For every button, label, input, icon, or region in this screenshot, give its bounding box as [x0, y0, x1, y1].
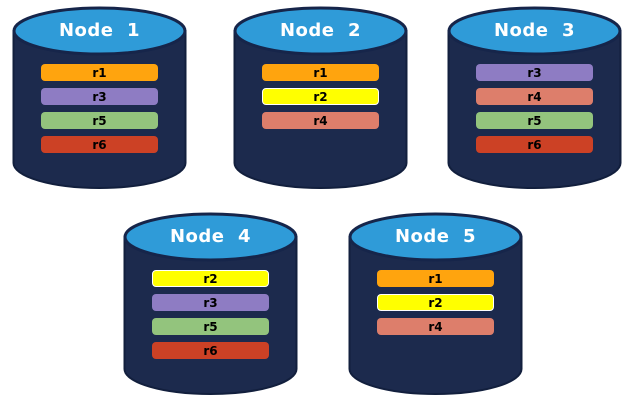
cylinder-top — [348, 212, 523, 262]
node-cylinder-1: Node 1 r1 r3 r5 r6 — [12, 5, 187, 193]
cylinder-top — [123, 212, 298, 262]
replica-bar-r1: r1 — [262, 64, 379, 81]
replica-bar-r3: r3 — [152, 294, 269, 311]
replica-bar-r4: r4 — [262, 112, 379, 129]
cylinder-top — [12, 6, 187, 56]
node-title: Node 5 — [394, 226, 477, 247]
node-title: Node 1 — [58, 20, 141, 41]
node-title: Node 3 — [493, 20, 576, 41]
replica-bar-r6: r6 — [41, 136, 158, 153]
replica-bar-r2: r2 — [152, 270, 269, 287]
replica-bar-r6: r6 — [152, 342, 269, 359]
replica-list: r3 r4 r5 r6 — [476, 64, 593, 153]
node-title: Node 2 — [279, 20, 362, 41]
replica-bar-r1: r1 — [377, 270, 494, 287]
replica-list: r2 r3 r5 r6 — [152, 270, 269, 359]
node-cylinder-3: Node 3 r3 r4 r5 r6 — [447, 5, 622, 193]
replica-bar-r5: r5 — [152, 318, 269, 335]
replica-bar-r5: r5 — [41, 112, 158, 129]
cylinder-top — [447, 6, 622, 56]
node-title: Node 4 — [169, 226, 252, 247]
replica-bar-r2: r2 — [377, 294, 494, 311]
node-cylinder-5: Node 5 r1 r2 r4 — [348, 211, 523, 399]
replica-list: r1 r2 r4 — [377, 270, 494, 335]
node-cylinder-2: Node 2 r1 r2 r4 — [233, 5, 408, 193]
replica-bar-r1: r1 — [41, 64, 158, 81]
replica-bar-r5: r5 — [476, 112, 593, 129]
replica-list: r1 r2 r4 — [262, 64, 379, 129]
replica-list: r1 r3 r5 r6 — [41, 64, 158, 153]
replica-bar-r4: r4 — [476, 88, 593, 105]
replica-bar-r6: r6 — [476, 136, 593, 153]
node-cylinder-4: Node 4 r2 r3 r5 r6 — [123, 211, 298, 399]
replica-bar-r3: r3 — [41, 88, 158, 105]
cylinder-top — [233, 6, 408, 56]
replica-bar-r3: r3 — [476, 64, 593, 81]
replica-bar-r2: r2 — [262, 88, 379, 105]
replica-bar-r4: r4 — [377, 318, 494, 335]
